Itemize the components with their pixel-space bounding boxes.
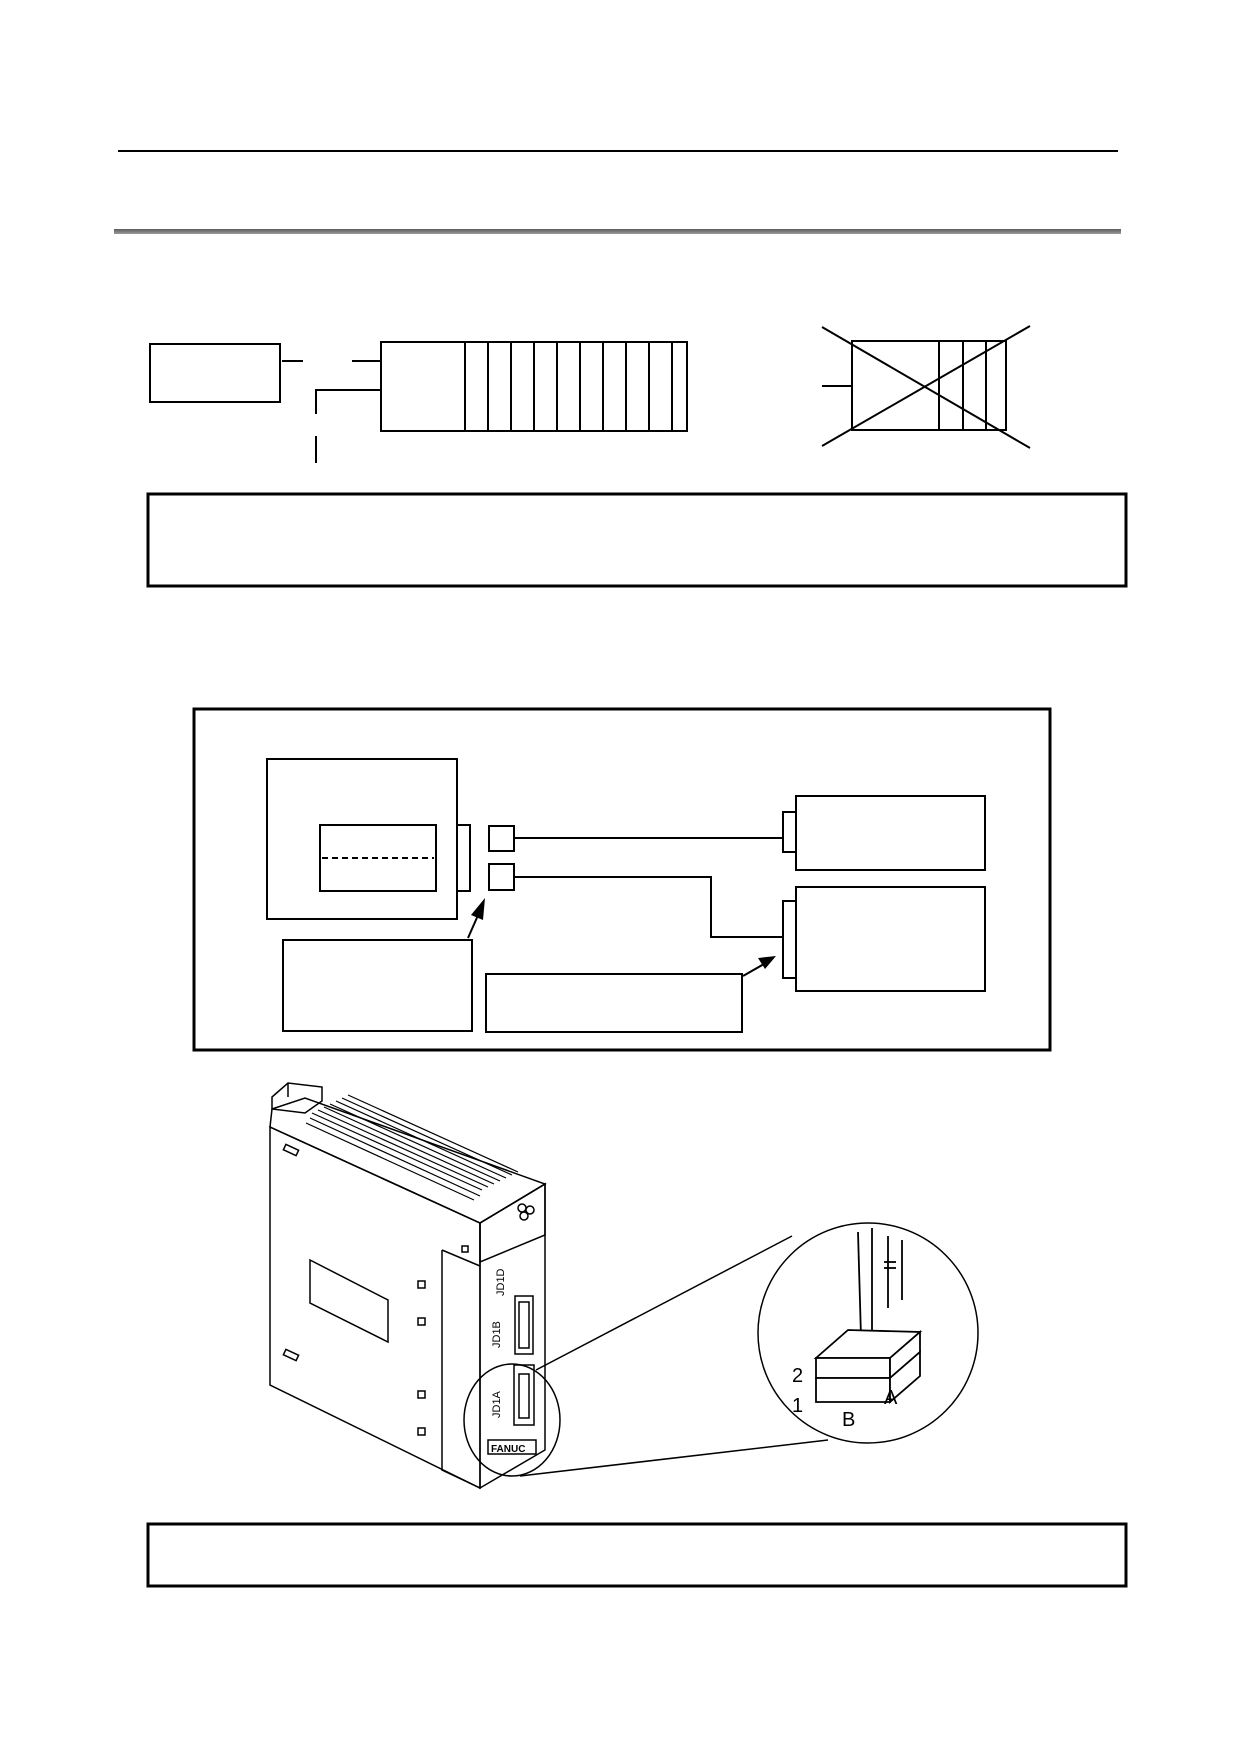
header-rule-top — [118, 150, 1118, 152]
top-clip — [271, 1082, 323, 1114]
magnify-source-circle — [463, 1363, 561, 1477]
connector-port-2 — [488, 863, 515, 891]
fanuc-plate — [487, 1439, 537, 1455]
left-unit-box — [149, 343, 281, 403]
side-label-plate — [309, 1258, 389, 1344]
inset-label-1: 1 — [792, 1395, 803, 1417]
rack-elbow-line — [315, 389, 381, 414]
vent-fins — [305, 1094, 519, 1201]
inset-connector-detail — [813, 1228, 923, 1404]
front-top-cap — [479, 1182, 546, 1264]
leader-line-bottom — [519, 1439, 829, 1477]
inset-label-b: B — [842, 1409, 855, 1431]
label-jd1a: JD1A — [491, 1390, 503, 1418]
arrow-right-head — [758, 956, 776, 969]
controller-inner-unit — [319, 824, 437, 892]
inset-label-a: A — [884, 1387, 898, 1409]
device-1-box — [795, 795, 986, 871]
module-drawing — [146, 1082, 1128, 1588]
leader-line-top — [535, 1235, 793, 1371]
inset-magnified-view — [757, 1222, 979, 1444]
cross-line-1 — [821, 326, 1031, 449]
cable-2 — [514, 876, 783, 938]
connector-port-1 — [488, 825, 515, 852]
controller-connector — [456, 824, 471, 892]
rack-slots — [487, 342, 673, 431]
note-box-2 — [146, 1522, 1128, 1588]
arrow-left-head — [471, 898, 485, 920]
connector-jd1b — [514, 1295, 534, 1355]
controller-box — [266, 758, 458, 920]
device-2-connector — [782, 900, 797, 979]
inset-label-2: 2 — [792, 1365, 803, 1387]
connection-diagram-frame — [192, 707, 1052, 1052]
header-rule-bottom — [114, 229, 1121, 234]
module-top-face — [269, 1097, 547, 1224]
arrow-right-shaft — [742, 963, 765, 977]
device-1-connector — [782, 811, 797, 853]
crossed-rack — [851, 340, 1007, 431]
note-box-1 — [146, 492, 1128, 588]
callout-box-right — [485, 973, 743, 1033]
label-fanuc: FANUC — [491, 1444, 525, 1455]
callout-box-left — [282, 939, 473, 1032]
label-jd1d: JD1D — [495, 1268, 507, 1296]
device-2-box — [795, 886, 986, 992]
cross-line-2 — [821, 325, 1031, 447]
label-jd1b: JD1B — [491, 1321, 503, 1348]
